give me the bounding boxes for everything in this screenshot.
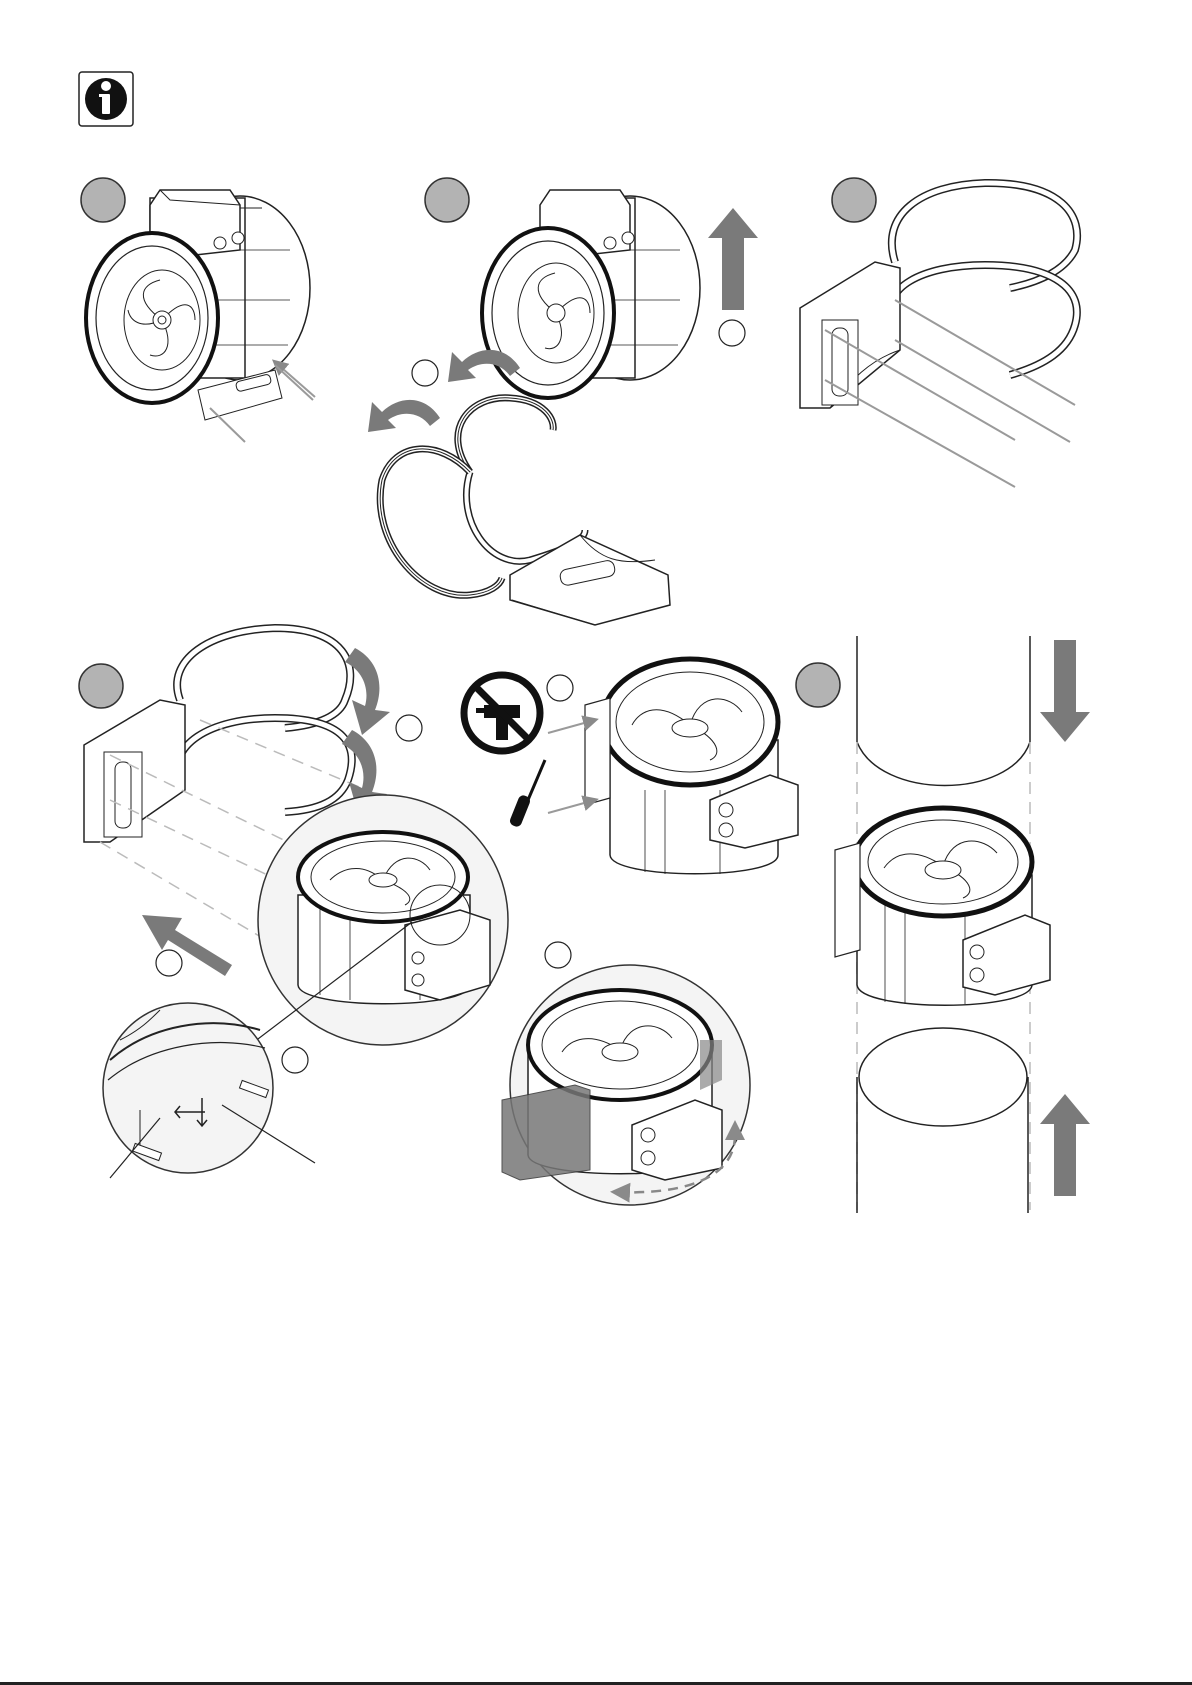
step-5-sub-marker-a: [547, 675, 573, 701]
rotate-arrow-lower: [368, 400, 440, 432]
downward-arrow: [1040, 640, 1090, 742]
step-4-sub-marker-a: [396, 715, 422, 741]
step-6-badge: [796, 663, 840, 707]
step-5-panel: [464, 659, 798, 1205]
step-5-sub-marker-b: [545, 942, 571, 968]
step-2-sub-marker-b: [412, 360, 438, 386]
step-3-panel: [800, 178, 1077, 487]
step-6-panel: [796, 636, 1090, 1213]
slide-arrow: [142, 915, 232, 976]
info-icon: [79, 72, 133, 126]
no-power-drill-icon: [464, 675, 540, 751]
step-4-sub-marker-c: [282, 1047, 308, 1073]
step-2-badge: [425, 178, 469, 222]
step-4-panel: [79, 628, 508, 1178]
screwdriver-icon: [508, 760, 545, 828]
upward-arrow: [1040, 1094, 1090, 1196]
step-4-sub-marker-b: [156, 950, 182, 976]
step-1-badge: [81, 178, 125, 222]
step-3-badge: [832, 178, 876, 222]
step-2-sub-marker-a: [719, 320, 745, 346]
step-2-panel: [368, 178, 758, 625]
step-4-badge: [79, 664, 123, 708]
lift-arrow: [708, 208, 758, 310]
step-1-panel: [81, 178, 315, 442]
